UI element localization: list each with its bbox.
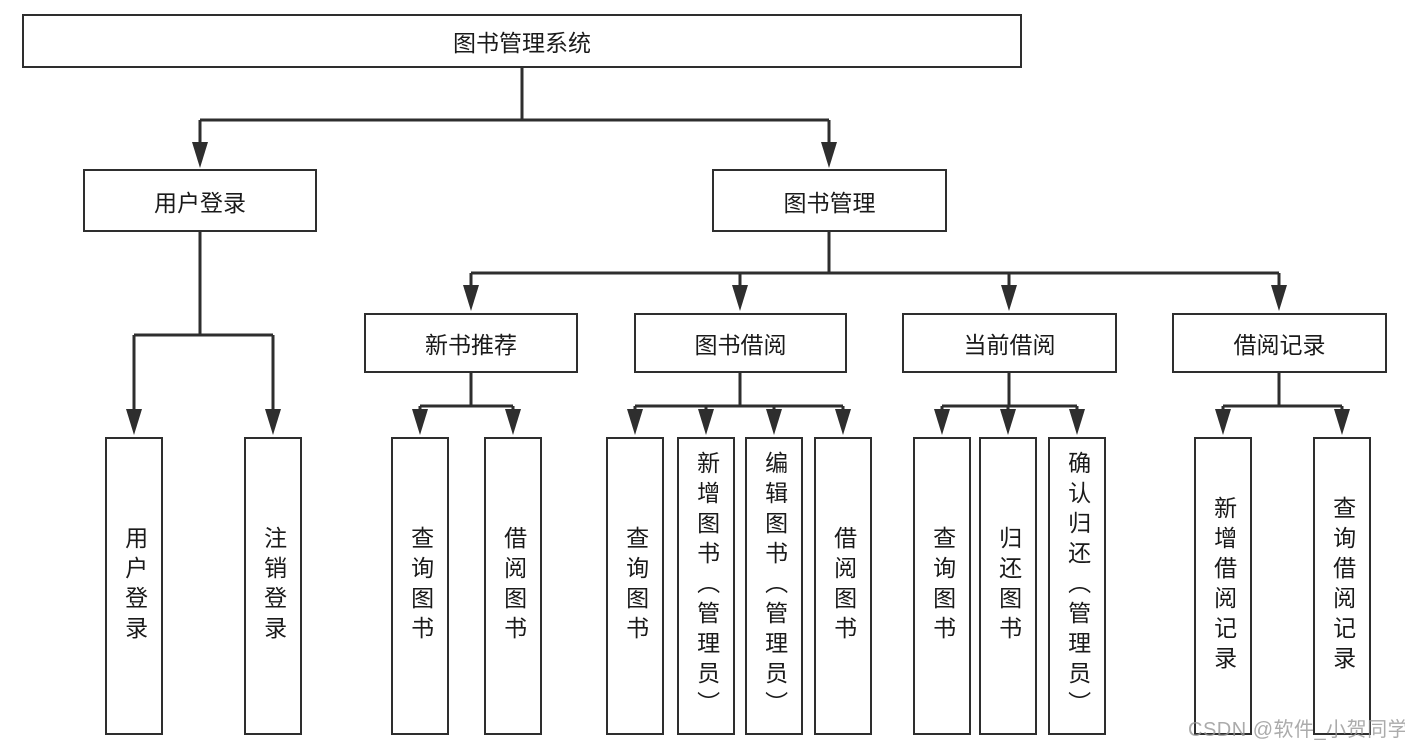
arrowhead bbox=[1000, 409, 1016, 435]
node-label: 新增图书（管理员） bbox=[693, 451, 720, 721]
node-label: 注销登录 bbox=[260, 526, 287, 646]
arrowhead bbox=[732, 285, 748, 311]
node-label: 新书推荐 bbox=[425, 332, 517, 358]
arrowhead bbox=[821, 142, 837, 168]
leaf-query-books-current: 查询图书 bbox=[913, 437, 971, 735]
connector-root-to-level2 bbox=[198, 68, 831, 146]
arrowhead bbox=[766, 409, 782, 435]
arrowhead bbox=[698, 409, 714, 435]
leaf-confirm-return-admin: 确认归还（管理员） bbox=[1048, 437, 1106, 735]
leaf-return-books: 归还图书 bbox=[979, 437, 1037, 735]
node-label: 图书借阅 bbox=[694, 332, 787, 358]
arrowheads bbox=[126, 142, 1350, 435]
node-label: 查询图书 bbox=[929, 526, 956, 646]
leaf-logout: 注销登录 bbox=[244, 437, 302, 735]
arrowhead bbox=[126, 409, 142, 435]
leaf-user-login: 用户登录 bbox=[105, 437, 163, 735]
arrowhead bbox=[265, 409, 281, 435]
connector-current-to-leaves bbox=[940, 373, 1079, 413]
node-label: 借阅图书 bbox=[500, 526, 527, 646]
node-user-login: 用户登录 bbox=[83, 169, 317, 232]
arrowhead bbox=[627, 409, 643, 435]
node-label: 用户登录 bbox=[154, 189, 246, 216]
leaf-edit-books-admin: 编辑图书（管理员） bbox=[745, 437, 803, 735]
arrowhead bbox=[1334, 409, 1350, 435]
arrowhead bbox=[192, 142, 208, 168]
node-root-title: 图书管理系统 bbox=[22, 14, 1022, 68]
node-label: 查询借阅记录 bbox=[1329, 496, 1356, 676]
arrowhead bbox=[505, 409, 521, 435]
arrowhead bbox=[412, 409, 428, 435]
connector-userlogin-to-leaves bbox=[132, 232, 275, 413]
node-label: 借阅图书 bbox=[830, 526, 857, 646]
leaf-query-books-borrowing: 查询图书 bbox=[606, 437, 664, 735]
node-label: 用户登录 bbox=[121, 526, 148, 646]
leaf-query-books-recommend: 查询图书 bbox=[391, 437, 449, 735]
arrowhead bbox=[1215, 409, 1231, 435]
node-book-borrowing: 图书借阅 bbox=[634, 313, 847, 373]
node-label: 归还图书 bbox=[995, 526, 1022, 646]
arrowhead bbox=[1069, 409, 1085, 435]
node-label: 图书管理系统 bbox=[453, 30, 591, 56]
node-borrowing-records: 借阅记录 bbox=[1172, 313, 1387, 373]
node-label: 编辑图书（管理员） bbox=[761, 451, 788, 721]
node-label: 借阅记录 bbox=[1233, 332, 1326, 358]
arrowhead bbox=[835, 409, 851, 435]
node-label: 图书管理 bbox=[783, 189, 876, 216]
csdn-watermark: CSDN @软件_小贺同学 bbox=[1188, 719, 1405, 741]
connector-bookmgmt-to-level3 bbox=[469, 232, 1281, 289]
arrowhead bbox=[1271, 285, 1287, 311]
node-label: 新增借阅记录 bbox=[1210, 496, 1237, 676]
node-current-borrowing: 当前借阅 bbox=[902, 313, 1117, 373]
node-label: 查询图书 bbox=[622, 526, 649, 646]
node-book-management: 图书管理 bbox=[712, 169, 947, 232]
node-label: 查询图书 bbox=[407, 526, 434, 646]
connector-newbook-to-leaves bbox=[418, 373, 515, 413]
leaf-query-borrow-record: 查询借阅记录 bbox=[1313, 437, 1371, 735]
leaf-borrow-books-recommend: 借阅图书 bbox=[484, 437, 542, 735]
leaf-add-borrow-record: 新增借阅记录 bbox=[1194, 437, 1252, 735]
connector-borrowing-to-leaves bbox=[633, 373, 845, 413]
leaf-borrow-books-borrowing: 借阅图书 bbox=[814, 437, 872, 735]
node-label: 当前借阅 bbox=[963, 332, 1056, 358]
arrowhead bbox=[934, 409, 950, 435]
node-label: 确认归还（管理员） bbox=[1064, 451, 1091, 721]
node-new-book-recommend: 新书推荐 bbox=[364, 313, 578, 373]
connector-records-to-leaves bbox=[1221, 373, 1344, 413]
arrowhead bbox=[463, 285, 479, 311]
leaf-add-books-admin: 新增图书（管理员） bbox=[677, 437, 735, 735]
arrowhead bbox=[1001, 285, 1017, 311]
